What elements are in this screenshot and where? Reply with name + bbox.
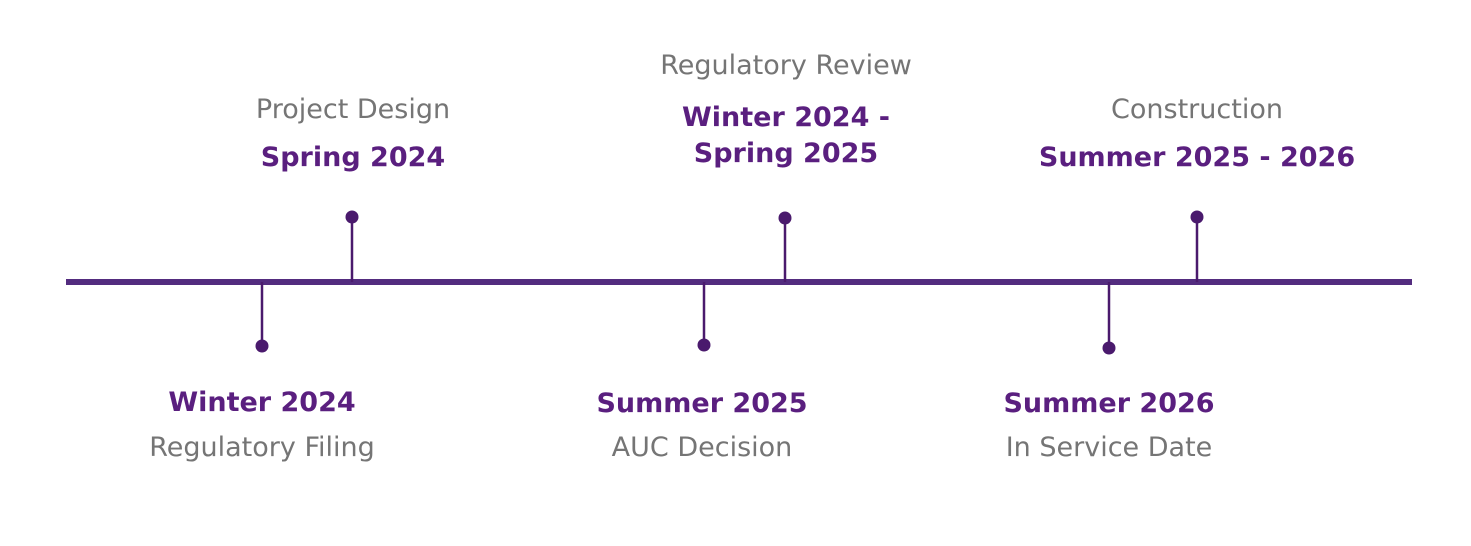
construction-label: Construction Summer 2025 - 2026	[1039, 92, 1355, 176]
auc-decision-marker	[697, 338, 711, 352]
in-service-date-marker	[1102, 341, 1116, 355]
milestone-date: Summer 2026	[1003, 388, 1215, 419]
milestone-date: Summer 2025 - 2026	[1038, 142, 1356, 173]
in-service-date-label: Summer 2026 In Service Date	[1003, 386, 1214, 466]
milestone-name: In Service Date	[1005, 432, 1213, 463]
milestone-date: Summer 2025	[596, 388, 808, 419]
project-design-label: Project Design Spring 2024	[256, 92, 450, 176]
milestone-name: Regulatory Filing	[149, 432, 375, 463]
regulatory-review-label: Regulatory Review Winter 2024 - Spring 2…	[660, 48, 912, 172]
project-design-marker	[345, 210, 359, 224]
regulatory-filing-label: Winter 2024 Regulatory Filing	[149, 385, 375, 466]
regulatory-filing-marker	[255, 339, 269, 353]
auc-decision-label: Summer 2025 AUC Decision	[596, 386, 807, 466]
milestone-date: Spring 2024	[260, 142, 446, 173]
milestone-name: Project Design	[255, 94, 451, 125]
milestone-date: Winter 2024 - Spring 2025	[682, 102, 890, 169]
milestone-name: Regulatory Review	[660, 50, 912, 81]
construction-marker	[1190, 210, 1204, 224]
milestone-name: Construction	[1111, 94, 1283, 125]
regulatory-review-marker	[778, 211, 792, 225]
milestone-date: Winter 2024	[168, 387, 356, 418]
milestone-name: AUC Decision	[611, 432, 793, 463]
